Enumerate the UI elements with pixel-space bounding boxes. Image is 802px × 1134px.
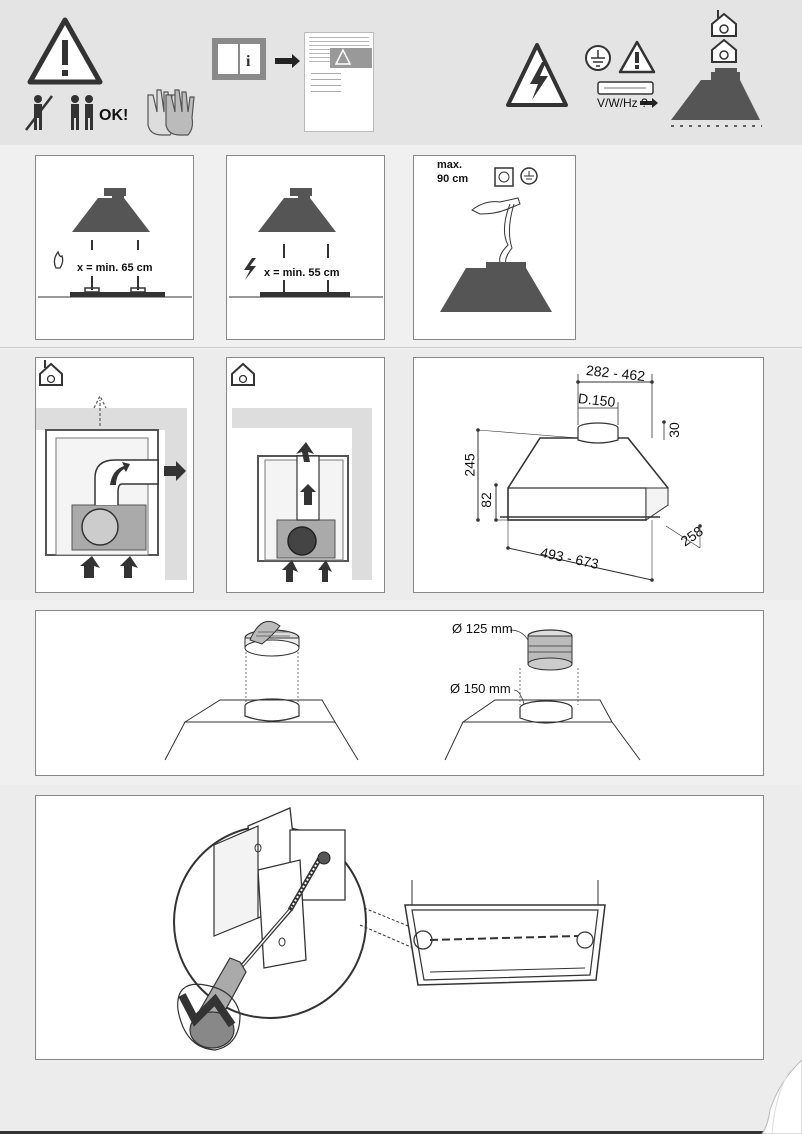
electric-clearance-label: x = min. 55 cm bbox=[264, 267, 340, 279]
reducer-adapter bbox=[527, 629, 573, 671]
screwdriver-icon bbox=[189, 906, 294, 1049]
gas-clearance-panel bbox=[35, 155, 194, 340]
screw-icon bbox=[287, 851, 331, 912]
header-band bbox=[0, 0, 802, 145]
section-divider bbox=[0, 347, 802, 348]
adapter-small-diameter: Ø 125 mm bbox=[452, 621, 513, 636]
electric-hazard-icon bbox=[506, 43, 568, 107]
gloves-icon bbox=[147, 89, 195, 136]
warning-triangle-icon bbox=[27, 17, 103, 85]
voltage-label: V/W/Hz ? bbox=[597, 96, 648, 110]
bracket bbox=[213, 807, 346, 969]
electric-clearance-panel bbox=[226, 155, 385, 340]
socket-icon bbox=[494, 167, 514, 187]
lightning-icon bbox=[244, 258, 256, 280]
check-valve bbox=[244, 620, 300, 657]
max-height-label: max. bbox=[437, 159, 463, 171]
hand-icon bbox=[471, 197, 521, 215]
hood-frame bbox=[404, 880, 606, 986]
two-person-icon bbox=[25, 95, 93, 131]
max-height-value: 90 cm bbox=[437, 173, 469, 185]
adapter-panel bbox=[35, 610, 764, 776]
flame-icon bbox=[53, 250, 64, 269]
hood-mode-icons bbox=[671, 10, 762, 127]
gas-clearance-label: x = min. 65 cm bbox=[77, 262, 153, 274]
ok-label: OK! bbox=[99, 107, 129, 124]
hood-silhouette bbox=[671, 72, 760, 120]
adapter-large-diameter: Ø 150 mm bbox=[450, 681, 511, 696]
svg-text:i: i bbox=[246, 53, 251, 70]
mounting-panel bbox=[35, 795, 764, 1060]
hand-icon bbox=[177, 983, 241, 1051]
house-recirculation-icon bbox=[711, 38, 737, 63]
manual-book-icon: i bbox=[212, 38, 300, 80]
total-height-label: 245 bbox=[461, 453, 478, 477]
top-height-label: 30 bbox=[665, 422, 682, 438]
house-recirculation-icon bbox=[231, 362, 255, 386]
house-extraction-icon bbox=[711, 10, 737, 37]
lower-height-label: 82 bbox=[477, 492, 494, 508]
house-extraction-icon bbox=[39, 360, 63, 386]
page-bottom-rule bbox=[0, 1131, 802, 1134]
manual-warning-icon bbox=[330, 48, 372, 68]
ground-icon bbox=[585, 40, 658, 108]
